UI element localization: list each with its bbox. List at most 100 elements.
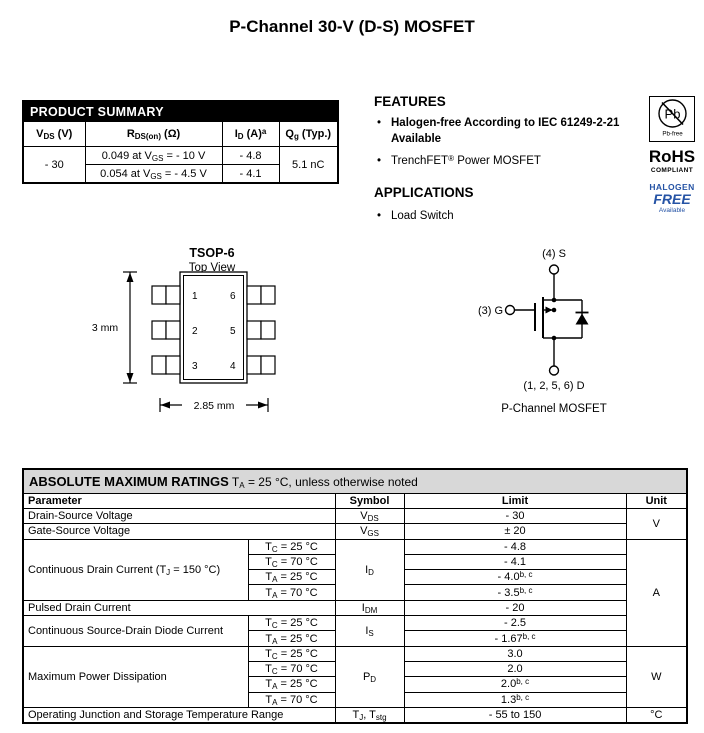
amr-condition-cell: TC = 70 °C: [247, 553, 336, 571]
amr-symbol-cell: IDM: [334, 599, 405, 617]
amr-parameter-cell: Operating Junction and Storage Temperatu…: [23, 706, 336, 723]
amr-condition-cell: TC = 25 °C: [247, 538, 336, 555]
amr-limit-cell: - 2.5: [403, 615, 627, 632]
table-row: TA = 25 °C 2.0b, c: [24, 676, 686, 693]
amr-condition-cell: TA = 25 °C: [247, 569, 336, 586]
application-text: Load Switch: [391, 210, 454, 223]
bullet-icon: •: [377, 155, 382, 168]
table-row: TA = 25 °C - 1.67b, c: [24, 630, 686, 647]
amr-condition-cell: TA = 70 °C: [247, 584, 336, 601]
amr-limit-cell: 2.0: [403, 660, 627, 678]
table-row: Gate-Source Voltage VGS ± 20: [23, 523, 686, 540]
package-name: TSOP-6: [189, 246, 234, 260]
table-row: Drain-Source Voltage VDS - 30 V: [23, 507, 687, 540]
absolute-maximum-ratings-table: ABSOLUTE MAXIMUM RATINGS TA = 25 °C, unl…: [22, 468, 688, 725]
source-terminal: [548, 264, 560, 275]
compliance-badges: Pb Pb-free RoHS COMPLIANT HALOGEN FREE A…: [644, 96, 700, 214]
list-item: • Halogen-free According to IEC 61249-2-…: [374, 115, 646, 147]
col-header-parameter: Parameter: [23, 493, 336, 509]
amr-limit-cell: 2.0b, c: [403, 676, 627, 693]
product-summary-header-row: VDS (V) RDS(on) (Ω) ID (A)a Qg (Typ.): [23, 121, 338, 147]
table-row: Operating Junction and Storage Temperatu…: [23, 706, 687, 723]
table-row: Continuous Source-Drain Diode Current TC…: [23, 615, 686, 647]
list-item: • Load Switch: [374, 208, 646, 224]
table-row: Maximum Power Dissipation TC = 25 °C PD …: [23, 645, 687, 708]
amr-symbol-cell: VGS: [334, 523, 405, 540]
table-row: TA = 25 °C - 4.0b, c: [24, 569, 686, 586]
package-drawing: TSOP-6 Top View 1 2 3 6 5 4: [92, 246, 276, 412]
id-value-cell: - 4.8: [221, 146, 280, 165]
amr-limit-cell: - 3.5b, c: [403, 584, 627, 601]
drain-terminal: [548, 365, 560, 376]
product-summary-table: PRODUCT SUMMARY VDS (V) RDS(on) (Ω) ID (…: [22, 100, 339, 184]
amr-parameter-cell: Continuous Source-Drain Diode Current: [23, 615, 249, 647]
id-value-cell: - 4.1: [221, 164, 280, 183]
height-dimension-line: [123, 271, 137, 384]
feature-text: TrenchFET® Power MOSFET: [391, 154, 541, 168]
amr-limit-cell: 1.3b, c: [403, 691, 627, 708]
col-header-qg: Qg (Typ.): [278, 121, 338, 147]
pb-free-icon: Pb Pb-free: [649, 96, 695, 142]
package-width-dim: 2.85 mm: [194, 400, 235, 412]
pin-number: 4: [230, 361, 236, 372]
amr-limit-cell: - 1.67b, c: [403, 630, 627, 647]
amr-limit-cell: - 4.0b, c: [403, 569, 627, 586]
page-title: P-Channel 30-V (D-S) MOSFET: [229, 17, 475, 36]
pin-number: 6: [230, 291, 236, 302]
package-body: [179, 271, 248, 384]
table-row: 0.054 at VGS = - 4.5 V - 4.1: [24, 164, 337, 183]
amr-symbol-cell: IS: [334, 615, 405, 647]
package-view-label: Top View: [189, 262, 236, 274]
amr-limit-cell: - 20: [403, 599, 627, 617]
amr-condition-cell: TC = 25 °C: [247, 645, 336, 662]
amr-header-row: Parameter Symbol Limit Unit: [23, 493, 687, 509]
pin-number: 1: [192, 291, 198, 302]
table-row: TA = 70 °C - 3.5b, c: [24, 584, 686, 601]
body-diode: [575, 313, 589, 325]
features-section: FEATURES • Halogen-free According to IEC…: [374, 94, 646, 224]
schematic-caption: P-Channel MOSFET: [501, 403, 606, 415]
source-pin-label: (4) S: [542, 248, 566, 260]
amr-condition-cell: TA = 70 °C: [247, 691, 336, 708]
pin-number: 2: [192, 326, 198, 337]
package-height-dim: 3 mm: [92, 322, 119, 334]
col-header-limit: Limit: [403, 493, 627, 509]
package-leads-left: [151, 285, 181, 375]
amr-caption-bar: ABSOLUTE MAXIMUM RATINGS TA = 25 °C, unl…: [24, 470, 686, 494]
amr-parameter-cell: Maximum Power Dissipation: [23, 645, 249, 708]
amr-limit-cell: - 4.8: [403, 538, 627, 555]
gate-terminal: [504, 304, 516, 316]
table-row: Pulsed Drain Current IDM - 20: [23, 599, 686, 617]
product-summary-caption: PRODUCT SUMMARY: [24, 102, 337, 122]
col-header-vds: VDS (V): [23, 121, 86, 147]
amr-limit-cell: - 55 to 150: [403, 706, 627, 723]
bullet-icon: •: [377, 210, 382, 223]
col-header-rdson: RDS(on) (Ω): [84, 121, 223, 147]
amr-condition-cell: TC = 70 °C: [247, 660, 336, 678]
table-row: - 30 0.049 at VGS = - 10 V - 4.8 5.1 nC: [23, 146, 338, 183]
amr-caption-title: ABSOLUTE MAXIMUM RATINGS: [29, 474, 229, 489]
amr-parameter-cell: Gate-Source Voltage: [23, 523, 336, 540]
applications-heading: APPLICATIONS: [374, 185, 474, 201]
drain-pin-label: (1, 2, 5, 6) D: [523, 380, 584, 392]
halogen-free-label: FREE: [653, 191, 691, 207]
amr-condition-cell: TA = 25 °C: [247, 630, 336, 647]
rdson-value-cell: 0.054 at VGS = - 4.5 V: [84, 164, 223, 183]
body-arrow: [545, 306, 553, 314]
amr-caption-note: TA = 25 °C, unless otherwise noted: [228, 475, 418, 490]
pin-number: 5: [230, 326, 236, 337]
table-row: Continuous Drain Current (TJ = 150 °C) T…: [23, 538, 687, 647]
list-item: • TrenchFET® Power MOSFET: [374, 153, 646, 169]
col-header-symbol: Symbol: [334, 493, 405, 509]
amr-unit-cell: A: [625, 538, 687, 647]
mosfet-schematic: (4) S (3) G (1, 2, 5, 6) D P-Channel MOS…: [478, 248, 607, 415]
bullet-icon: •: [377, 117, 382, 129]
amr-symbol-cell: TJ, Tstg: [334, 706, 405, 723]
amr-limit-cell: - 30: [403, 507, 627, 525]
amr-symbol-cell: ID: [334, 538, 405, 601]
amr-parameter-cell: Drain-Source Voltage: [23, 507, 336, 525]
features-heading: FEATURES: [374, 94, 446, 109]
rdson-value-cell: 0.049 at VGS = - 10 V: [84, 146, 223, 165]
halogen-label: HALOGEN: [649, 182, 695, 192]
table-row: TA = 70 °C 1.3b, c: [24, 691, 686, 708]
